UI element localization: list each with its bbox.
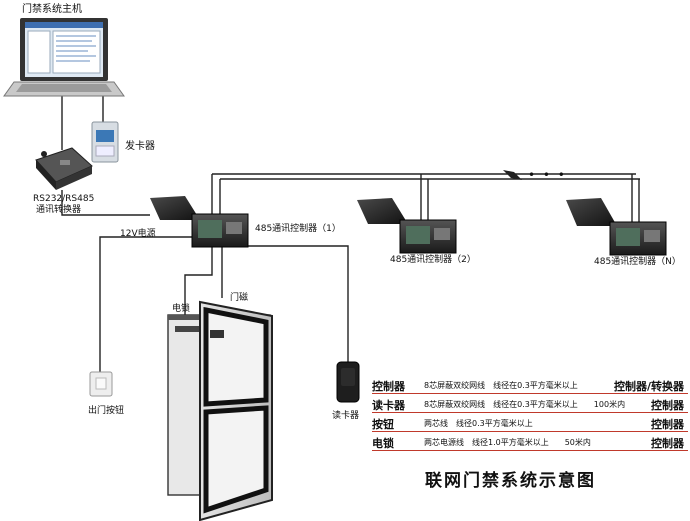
legend-spec: 两芯电源线 线径1.0平方毫米以上 50米内 <box>424 438 591 447</box>
controller-2-icon <box>357 198 457 254</box>
converter-icon <box>35 147 93 190</box>
legend-underline <box>372 450 688 451</box>
card-reader-icon <box>336 361 360 403</box>
controller-1-label: 485通讯控制器（1） <box>255 224 341 234</box>
legend-device: 按钮 <box>372 418 394 431</box>
host-label: 门禁系统主机 <box>22 4 82 15</box>
legend-spec: 两芯线 线径0.3平方毫米以上 <box>424 419 533 428</box>
legend-row: 读卡器 8芯屏蔽双绞网线 线径在0.3平方毫米以上 100米内 控制器 <box>372 395 688 413</box>
legend-row: 电锁 两芯电源线 线径1.0平方毫米以上 50米内 控制器 <box>372 433 688 451</box>
legend-spec: 8芯屏蔽双绞网线 线径在0.3平方毫米以上 100米内 <box>424 400 626 409</box>
legend-target: 控制器 <box>651 399 684 412</box>
diagram-title: 联网门禁系统示意图 <box>425 471 596 491</box>
card-reader-label: 读卡器 <box>332 411 360 421</box>
controller-n-icon <box>566 198 667 256</box>
card-issuer-label: 发卡器 <box>125 141 155 152</box>
door-icon <box>167 300 273 521</box>
legend-target: 控制器/转换器 <box>613 380 684 393</box>
legend-underline <box>372 412 688 413</box>
controller-n-label: 485通讯控制器（N） <box>594 257 681 267</box>
host-computer-icon <box>3 18 125 97</box>
exit-button-label: 出门按钮 <box>88 406 125 416</box>
legend-device: 电锁 <box>372 437 394 450</box>
legend-spec: 8芯屏蔽双绞网线 线径在0.3平方毫米以上 <box>424 381 578 390</box>
converter-label-line2: 通讯转换器 <box>36 205 82 215</box>
power-label: 12V电源 <box>120 229 156 239</box>
converter-label-line1: RS232/RS485 <box>33 194 95 204</box>
legend-underline <box>372 431 688 432</box>
legend-target: 控制器 <box>651 418 684 431</box>
legend-device: 读卡器 <box>372 399 405 412</box>
wires <box>61 96 640 372</box>
legend-underline <box>372 393 688 394</box>
legend-row: 控制器 8芯屏蔽双绞网线 线径在0.3平方毫米以上 控制器/转换器 <box>372 376 688 394</box>
exit-button-icon <box>89 371 113 397</box>
controller-1-icon <box>150 196 249 248</box>
chain-connector-icon <box>503 170 522 180</box>
controller-2-label: 485通讯控制器（2） <box>390 255 476 265</box>
legend-target: 控制器 <box>651 437 684 450</box>
lock-label: 电锁 <box>172 304 191 314</box>
legend-device: 控制器 <box>372 380 405 393</box>
chain-dots: • • • <box>528 168 567 182</box>
legend-row: 按钮 两芯线 线径0.3平方毫米以上 控制器 <box>372 414 688 432</box>
card-issuer-icon <box>91 121 119 163</box>
door-magnet-label: 门磁 <box>230 293 249 303</box>
